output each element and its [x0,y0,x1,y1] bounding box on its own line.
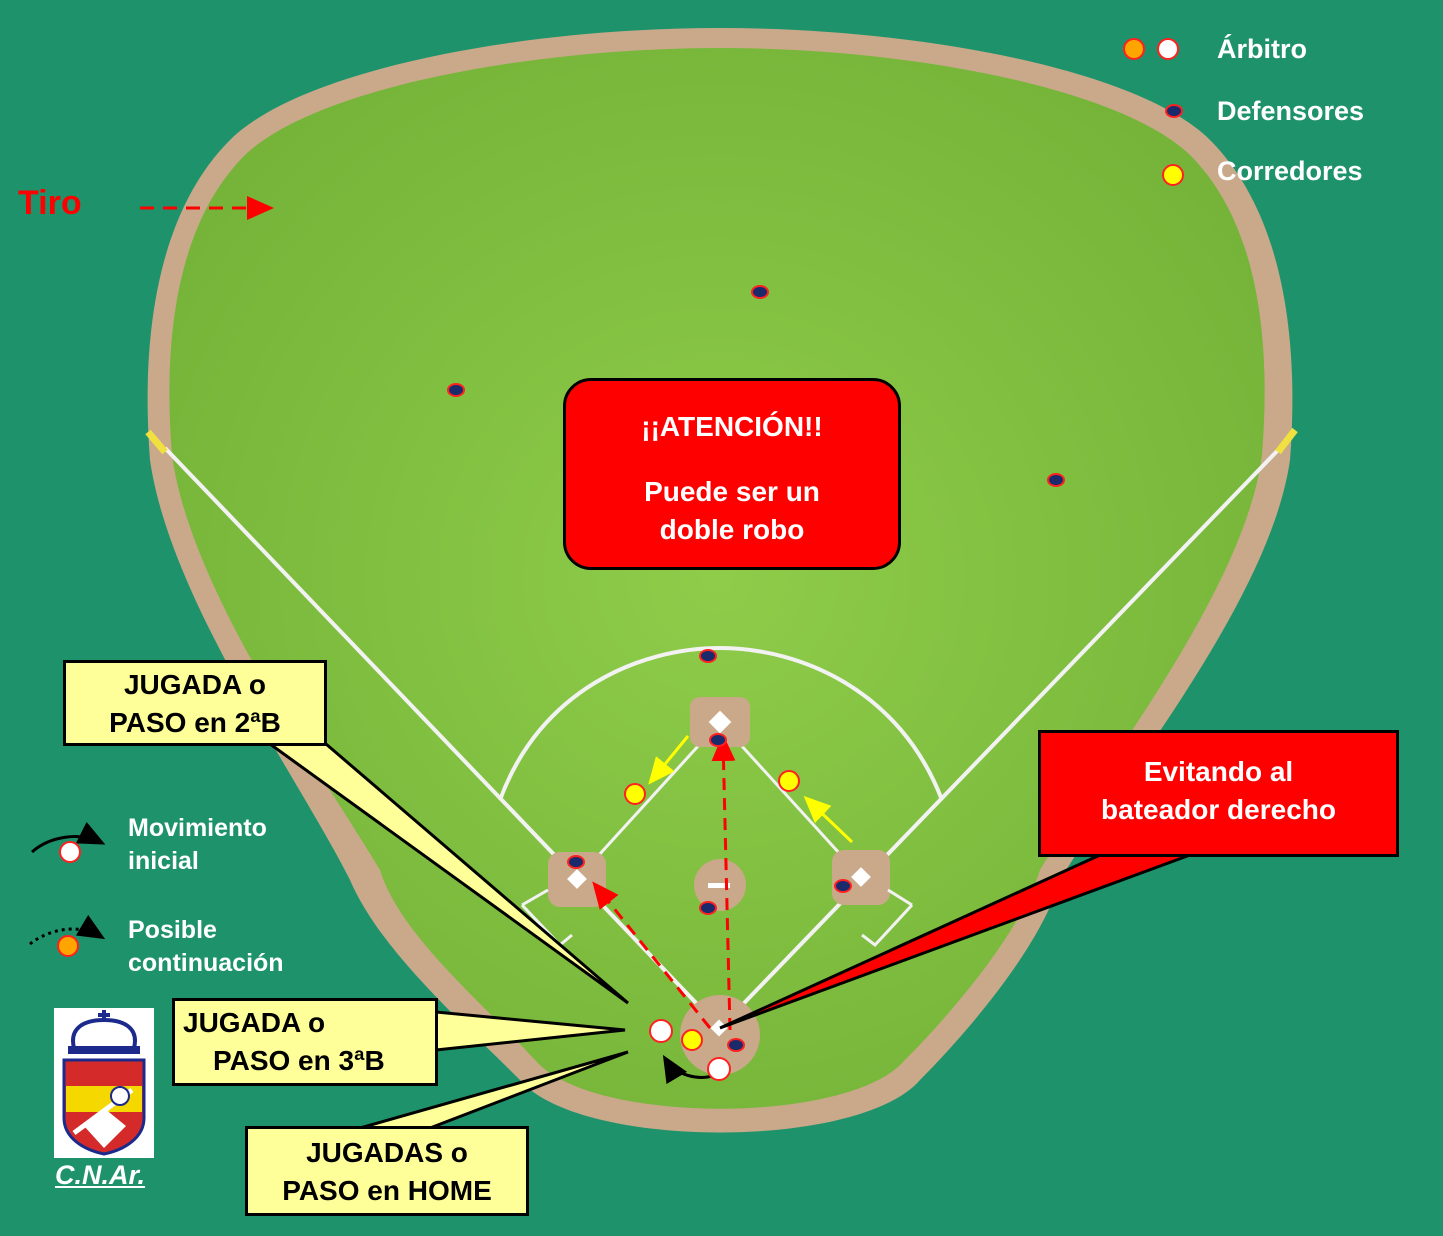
legend-defender-icon [1165,104,1183,118]
possible-cont-line-2: continuación [128,949,284,977]
initial-move-label: Movimiento inicial [128,812,267,878]
defender-left-field [447,383,465,397]
callout-third-line-1: JUGADA o [183,1007,326,1038]
base-path-2-1 [718,720,862,878]
right-foul-line [718,446,1282,1030]
callout-home-line-2: PASO en HOME [282,1175,492,1206]
legend-umpire-orange-icon [1123,38,1145,60]
callout-batter-line-1: Evitando al [1143,756,1294,787]
initial-move-line-2: inicial [128,847,199,875]
left-foul-line [163,446,722,1030]
umpire-home [707,1057,731,1081]
runners [624,770,800,1051]
callout-second-line-1: JUGADA o [123,669,267,700]
second-base [708,710,732,734]
cnar-logo [54,1008,154,1158]
throw-label: Tiro [18,184,82,222]
possible-cont-arrow-icon [29,914,106,946]
defender-third-base [567,855,585,869]
callout-second-base: JUGADA o PASO en 2ªB [63,660,327,746]
initial-move-umpire-icon [59,841,81,863]
callout-home: JUGADAS o PASO en HOME [245,1126,529,1216]
umpire-possible [649,1019,673,1043]
alert-line-1: Puede ser un [644,476,820,507]
alert-line-2: doble robo [659,514,805,545]
legend-umpire-white-icon [1157,38,1179,60]
callout-avoiding-batter: Evitando al bateador derecho [1038,730,1399,857]
initial-move-line-1: Movimiento [128,814,267,842]
grass-area [169,48,1265,1109]
runner-first-arrow [803,795,854,844]
pitching-rubber [708,883,730,888]
callout-batter-line-2: bateador derecho [1101,794,1336,825]
home-plate [710,1019,728,1037]
callout-second-line-2: PASO en 2ªB [109,707,281,738]
alert-title: ¡¡ATENCIÓN!! [641,411,823,442]
runner-first [778,770,800,792]
defender-second-base [709,733,727,747]
left-foul-pole [145,429,168,455]
defender-pitcher [699,901,717,915]
defender-catcher [727,1038,745,1052]
runner-batter [681,1029,703,1051]
right-foul-pole [1275,427,1298,455]
coach-box-first [861,888,914,948]
infield-arc [498,645,944,801]
legend-runner-icon [1162,164,1184,186]
throw-to-third [592,881,712,1029]
third-base [567,869,587,889]
legend-runners-label: Corredores [1217,156,1363,186]
callout-home-line-1: JUGADAS o [306,1137,468,1168]
possible-cont-umpire-icon [57,935,79,957]
initial-move-arrow-icon [31,821,106,854]
legend-defenders-label: Defensores [1217,96,1365,126]
defender-shortstop [699,649,717,663]
throw-to-second [711,734,736,1031]
first-base [851,867,871,887]
defenders [447,285,1065,1052]
logo-caption: C.N.Ar. [55,1160,146,1190]
possible-cont-label: Posible continuación [128,914,284,980]
callout-third-base: JUGADA o PASO en 3ªB [172,998,438,1086]
runner-second [624,783,646,805]
callout-third-line-2: PASO en 3ªB [213,1045,385,1076]
defender-right-field [1047,473,1065,487]
base-path-2-3 [576,720,722,880]
runner-second-arrow [648,735,690,785]
possible-cont-line-1: Posible [128,916,217,944]
defender-center-field [751,285,769,299]
alert-box: ¡¡ATENCIÓN!! Puede ser un doble robo [563,378,901,570]
legend-umpire-label: Árbitro [1217,34,1307,64]
defender-first-base [834,879,852,893]
